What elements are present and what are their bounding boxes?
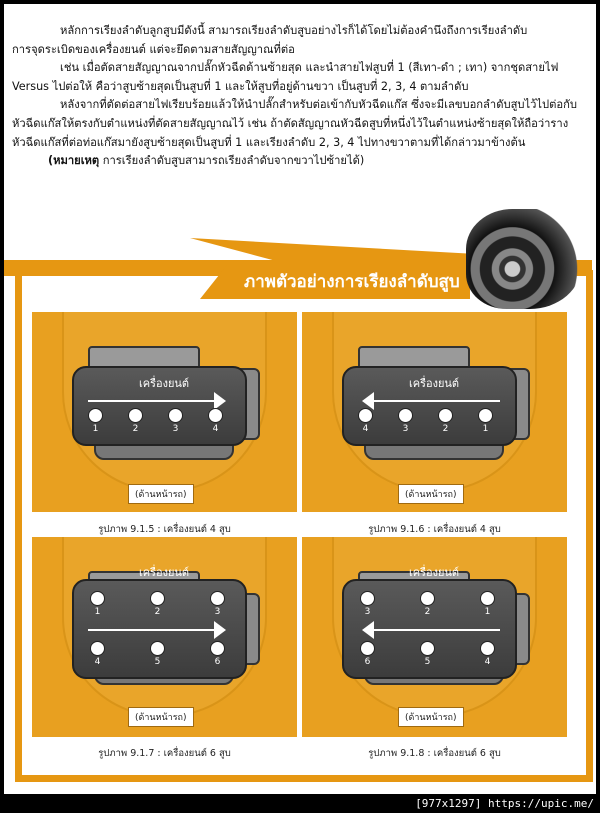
cylinder-number: 3 (364, 607, 371, 617)
cylinder-number: 1 (92, 424, 99, 434)
cylinder-marker (480, 591, 495, 606)
text-line: เช่น เมื่อตัดสายสัญญาณจากปลั๊กหัวฉีดด้าน… (60, 61, 559, 75)
cylinder-marker (360, 591, 375, 606)
text-line: หลังจากที่ตัดต่อสายไฟเรียบร้อยแล้วให้นำป… (60, 98, 577, 112)
engine-diagram: เครื่องยนต์ 4 3 2 1 (334, 346, 534, 460)
note-text: การเรียงลำดับสูบสามารถเรียงลำดับจากขวาไป… (99, 154, 365, 168)
front-of-car-label: (ด้านหน้ารถ) (398, 484, 464, 504)
cylinder-number: 2 (154, 607, 161, 617)
figure-panel: เครื่องยนต์ 1 2 3 4 (ด้านหน้ารถ) (32, 312, 297, 512)
cylinder-number: 1 (482, 424, 489, 434)
front-of-car-label: (ด้านหน้ารถ) (128, 484, 194, 504)
body-text: หลักการเรียงลำดับลูกสูบมีดังนี้ สามารถเร… (12, 22, 592, 171)
banner-decoration (190, 238, 490, 262)
engine-diagram: เครื่องยนต์ 1 2 3 4 (64, 346, 264, 460)
cylinder-marker (128, 408, 143, 423)
engine-label: เครื่องยนต์ (138, 377, 190, 390)
text-line: Versus ไปต่อให้ คือว่าสูบซ้ายสุดเป็นสูบท… (12, 79, 469, 93)
cylinder-marker (208, 408, 223, 423)
cylinder-number: 1 (94, 607, 101, 617)
cylinder-marker (210, 591, 225, 606)
cylinder-marker (398, 408, 413, 423)
text-line: การจุดระเบิดของเครื่องยนต์ แต่จะยึดตามสา… (12, 42, 295, 56)
banner-tab (200, 265, 470, 299)
figure-frame (15, 270, 593, 782)
cylinder-marker (420, 641, 435, 656)
figure-caption: รูปภาพ 9.1.6 : เครื่องยนต์ 4 สูบ (368, 524, 501, 535)
text-line: หลักการเรียงลำดับลูกสูบมีดังนี้ สามารถเร… (60, 24, 528, 37)
engine-diagram: เครื่องยนต์ 1 2 3 4 5 6 (64, 566, 264, 685)
paragraph: หลังจากที่ตัดต่อสายไฟเรียบร้อยแล้วให้นำป… (12, 96, 592, 152)
cylinder-number: 6 (214, 657, 221, 667)
cylinder-marker (358, 408, 373, 423)
cylinder-marker (480, 641, 495, 656)
cylinder-marker (150, 591, 165, 606)
cylinder-marker (438, 408, 453, 423)
engine-diagram: เครื่องยนต์ 3 2 1 6 5 4 (334, 566, 534, 685)
arrow-left-icon (362, 392, 500, 410)
footer-watermark: [977x1297] https://upic.me/ (415, 797, 594, 810)
banner-title: ภาพตัวอย่างการเรียงลำดับสูบ (244, 272, 460, 292)
cylinder-number: 3 (402, 424, 409, 434)
figure-caption: รูปภาพ 9.1.5 : เครื่องยนต์ 4 สูบ (98, 524, 231, 535)
text-line: หัวฉีดแก๊สที่ต่อท่อแก๊สมายังสูบซ้ายสุดเป… (12, 135, 526, 149)
note: (หมายเหตุ การเรียงลำดับสูบสามารถเรียงลำด… (12, 152, 592, 171)
arrow-left-icon (362, 621, 500, 639)
engine-label: เครื่องยนต์ (408, 566, 460, 579)
cylinder-marker (90, 641, 105, 656)
cylinder-number: 2 (442, 424, 449, 434)
figure-panel: เครื่องยนต์ 3 2 1 6 5 4 (ด้านหน้ารถ) (302, 537, 567, 737)
figure-caption: รูปภาพ 9.1.7 : เครื่องยนต์ 6 สูบ (98, 748, 231, 759)
text-line: หัวฉีดแก๊สให้ตรงกับตำแหน่งที่ตัดสายสัญญา… (12, 116, 569, 130)
cylinder-marker (478, 408, 493, 423)
cylinder-number: 3 (172, 424, 179, 434)
front-of-car-label: (ด้านหน้ารถ) (398, 707, 464, 727)
arrow-right-icon (88, 392, 226, 410)
paragraph: เช่น เมื่อตัดสายสัญญาณจากปลั๊กหัวฉีดด้าน… (12, 59, 592, 96)
cylinder-number: 6 (364, 657, 371, 667)
cylinder-marker (88, 408, 103, 423)
cylinder-marker (210, 641, 225, 656)
figure-panel: เครื่องยนต์ 1 2 3 4 5 6 (ด้านหน้ารถ) (32, 537, 297, 737)
cylinder-marker (420, 591, 435, 606)
arrow-right-icon (88, 621, 226, 639)
cylinder-number: 5 (424, 657, 431, 667)
engine-photo (466, 209, 582, 309)
cylinder-number: 4 (362, 424, 369, 434)
front-of-car-label: (ด้านหน้ารถ) (128, 707, 194, 727)
engine-label: เครื่องยนต์ (408, 377, 460, 390)
cylinder-number: 4 (94, 657, 101, 667)
cylinder-marker (150, 641, 165, 656)
paragraph: หลักการเรียงลำดับลูกสูบมีดังนี้ สามารถเร… (12, 22, 592, 59)
figure-panel: เครื่องยนต์ 4 3 2 1 (ด้านหน้ารถ) (302, 312, 567, 512)
cylinder-number: 2 (132, 424, 139, 434)
cylinder-number: 3 (214, 607, 221, 617)
cylinder-number: 2 (424, 607, 431, 617)
figure-caption: รูปภาพ 9.1.8 : เครื่องยนต์ 6 สูบ (368, 748, 501, 759)
cylinder-number: 4 (212, 424, 219, 434)
cylinder-marker (168, 408, 183, 423)
cylinder-marker (360, 641, 375, 656)
note-label: (หมายเหตุ (48, 154, 100, 168)
engine-label: เครื่องยนต์ (138, 566, 190, 579)
cylinder-number: 5 (154, 657, 161, 667)
cylinder-number: 4 (484, 657, 491, 667)
cylinder-number: 1 (484, 607, 491, 617)
cylinder-marker (90, 591, 105, 606)
document-page: หลักการเรียงลำดับลูกสูบมีดังนี้ สามารถเร… (4, 4, 596, 794)
